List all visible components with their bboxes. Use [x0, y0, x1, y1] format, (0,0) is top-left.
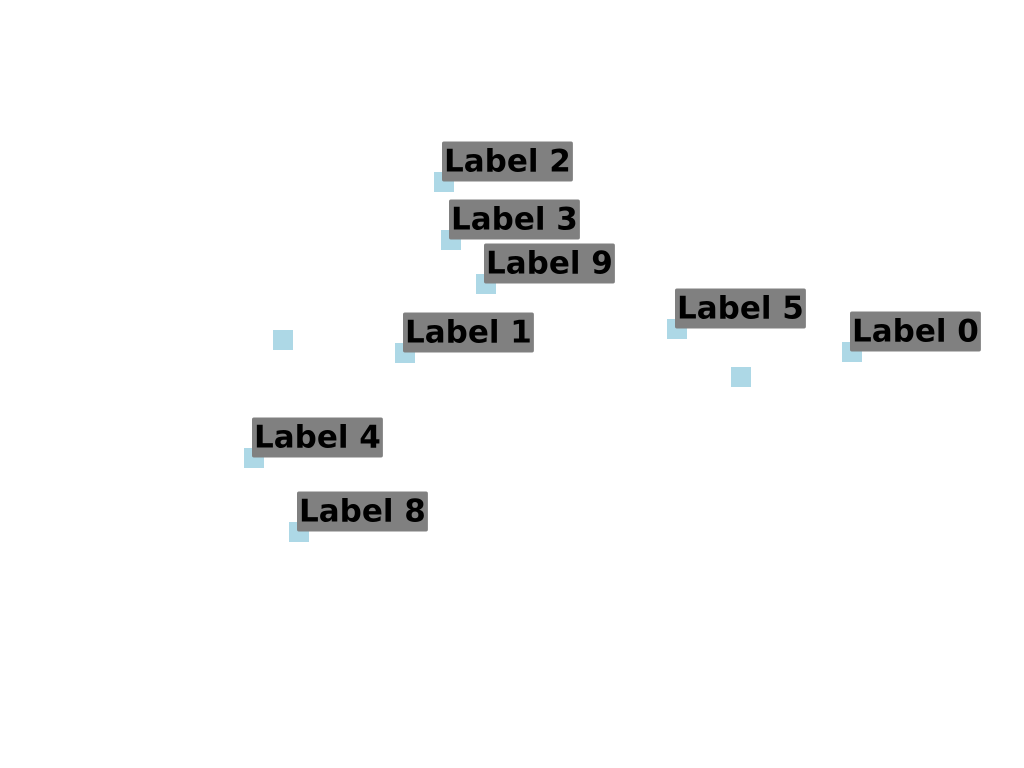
data-label-text: Label 1 [405, 315, 532, 351]
data-label-text: Label 3 [451, 202, 578, 238]
data-label-background [449, 199, 580, 240]
data-label: Label 1 [403, 312, 534, 353]
data-label: Label 4 [252, 417, 383, 458]
data-label-background [484, 243, 615, 284]
data-label-text: Label 9 [486, 246, 613, 282]
data-label: Label 5 [675, 288, 806, 329]
data-label-text: Label 4 [254, 420, 381, 456]
data-label: Label 8 [297, 491, 428, 532]
data-label-background [403, 312, 534, 353]
data-label: Label 9 [484, 243, 615, 284]
points-layer [244, 172, 862, 542]
data-point [273, 330, 293, 350]
data-point [731, 367, 751, 387]
data-label-background [850, 311, 981, 352]
data-label-background [442, 141, 573, 182]
data-label: Label 0 [850, 311, 981, 352]
data-label: Label 2 [442, 141, 573, 182]
data-label-text: Label 2 [444, 144, 571, 180]
data-label-background [297, 491, 428, 532]
data-label-text: Label 0 [852, 314, 979, 350]
data-label-text: Label 5 [677, 291, 804, 327]
labels-layer: Label 0 Label 1 Label 2 Label 3 Label 4 Label… [252, 141, 981, 532]
data-label-text: Label 8 [299, 494, 426, 530]
data-label-background [252, 417, 383, 458]
data-label-background [675, 288, 806, 329]
data-label: Label 3 [449, 199, 580, 240]
